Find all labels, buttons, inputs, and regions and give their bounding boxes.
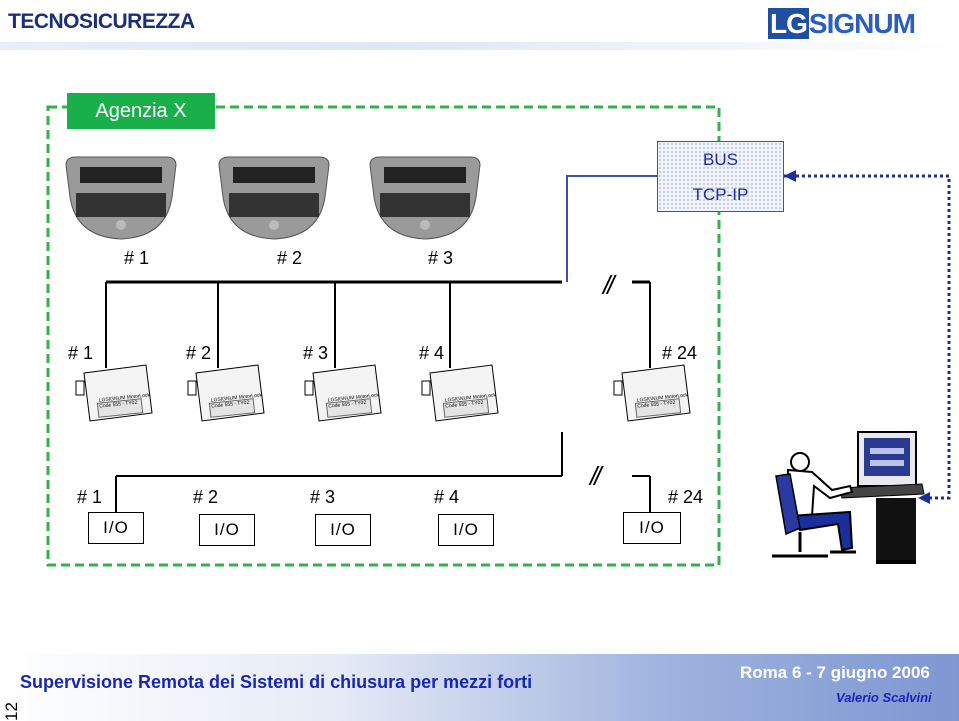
pc-link-arrow-right (918, 492, 930, 504)
pc-link-arrow-left (784, 170, 796, 182)
footer-author: Valerio Scalvini (836, 690, 932, 705)
bus-label: BUS (703, 150, 738, 169)
bus-break-symbol-top: // (603, 270, 615, 300)
lock-device-24 (613, 364, 691, 422)
keypad-label-3: # 3 (428, 248, 454, 268)
keypad-label-1: # 1 (124, 248, 150, 268)
page-number: 12 (2, 702, 21, 721)
lock-label-3: # 3 (303, 343, 329, 363)
lgsignum-logo-signum: SIGNUM (808, 8, 916, 39)
io-label-24: # 24 (668, 487, 704, 507)
lock-device-2 (187, 364, 265, 422)
lock-label-2: # 2 (186, 343, 212, 363)
bus-uplink (566, 175, 657, 282)
io-label-2: # 2 (193, 487, 219, 507)
lock-device-1 (75, 364, 153, 422)
lgsignum-logo-lg: LG (768, 8, 809, 39)
keypad-label-2: # 2 (277, 248, 303, 268)
operator-workstation-illustration (772, 431, 925, 564)
footer-date: Roma 6 - 7 giugno 2006 (740, 663, 930, 682)
agency-enclosure (46, 105, 721, 567)
agency-label: Agenzia X (67, 93, 215, 129)
footer-title: Supervisione Remota dei Sistemi di chius… (20, 672, 533, 692)
io-module-2: I/O (199, 514, 255, 546)
bus-break-symbol-bottom: // (590, 461, 602, 491)
io-module-1: I/O (88, 512, 144, 544)
keypad-device-1 (65, 156, 177, 240)
keypad-device-3 (369, 156, 481, 240)
io-label-3: # 3 (310, 487, 336, 507)
tecnosicurezza-logo: TECNOSICUREZZA (8, 10, 195, 33)
keypad-device-2 (218, 156, 330, 240)
lock-device-3 (304, 364, 382, 422)
io-label-1: # 1 (77, 487, 103, 507)
io-module-3: I/O (315, 514, 371, 546)
lock-device-4 (421, 364, 499, 422)
tcpip-label: TCP-IP (692, 185, 749, 204)
io-label-4: # 4 (434, 487, 460, 507)
lock-label-24: # 24 (662, 343, 698, 363)
io-module-24: I/O (623, 512, 681, 544)
lock-label-4: # 4 (419, 343, 445, 363)
header-band (0, 42, 959, 50)
lock-label-1: # 1 (68, 343, 94, 363)
footer-band (0, 654, 959, 721)
io-module-4: I/O (438, 514, 494, 546)
pc-link (784, 174, 951, 500)
bus-tcpip-box: BUS TCP-IP (657, 141, 784, 212)
lgsignum-logo: LGSIGNUM (768, 8, 916, 40)
